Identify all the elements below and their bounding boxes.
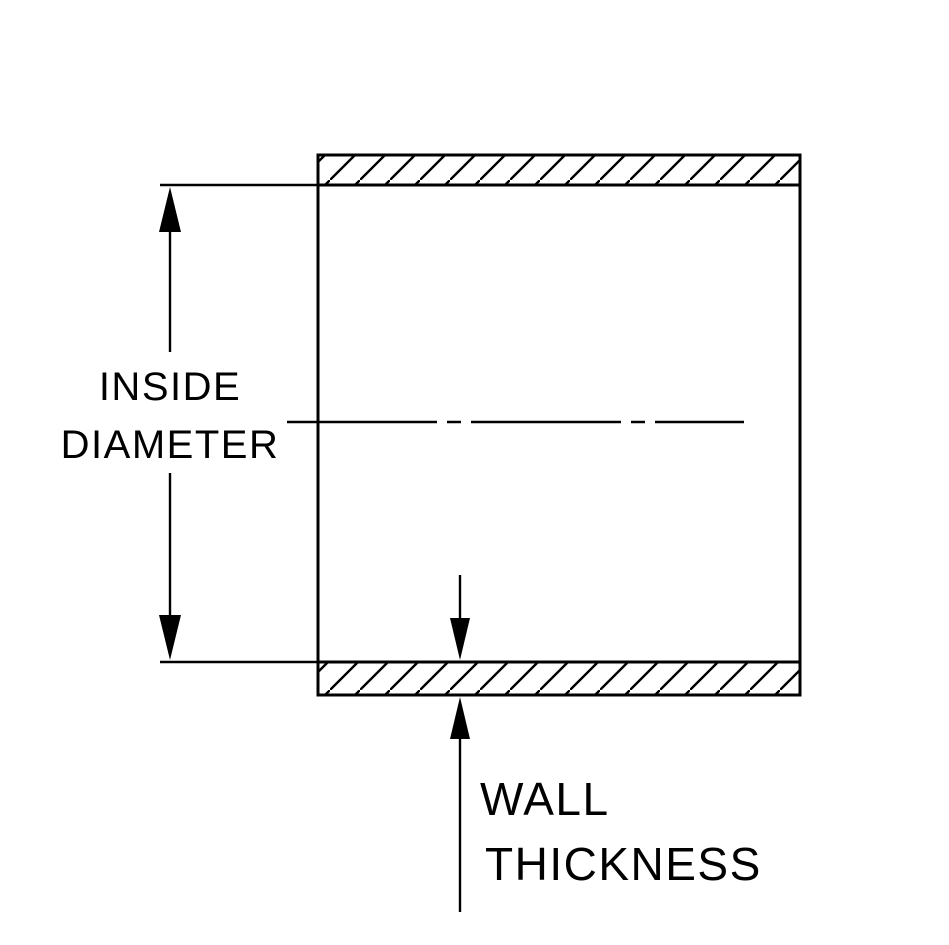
inside-diameter-label-line2: DIAMETER	[61, 423, 280, 467]
arrowhead-up-icon	[159, 187, 181, 232]
wall-thickness-label-line1: WALL	[480, 773, 610, 825]
bottom-wall-hatch	[319, 663, 799, 694]
wall-thickness-arrow-down-icon	[450, 618, 470, 660]
arrowhead-down-icon	[159, 615, 181, 660]
tube-body-outline	[316, 153, 802, 697]
wall-thickness-label-line2: THICKNESS	[485, 838, 762, 890]
inside-diameter-label-line1: INSIDE	[99, 365, 241, 409]
wall-thickness-arrow-up-icon	[450, 697, 470, 739]
top-wall-hatch	[319, 156, 799, 185]
